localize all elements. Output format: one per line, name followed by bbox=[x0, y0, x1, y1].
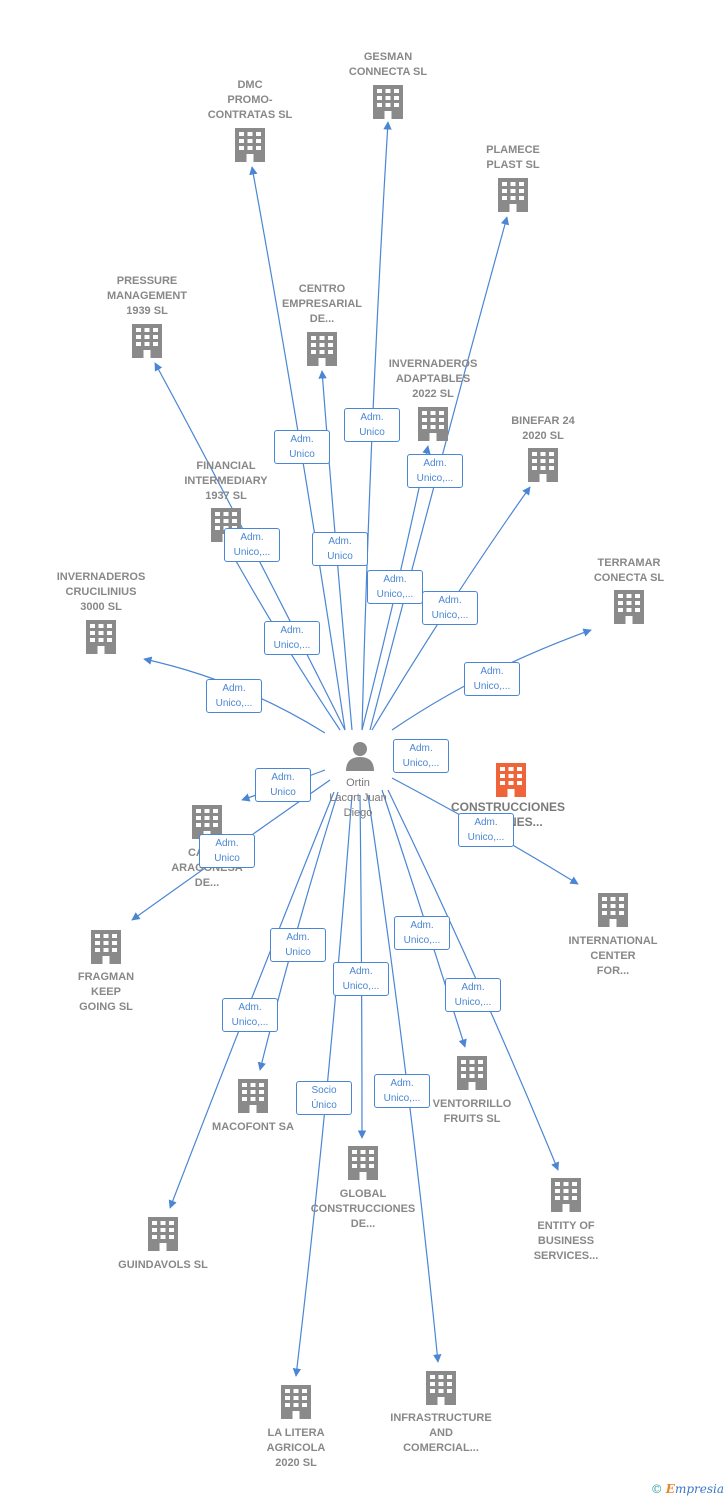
role-badge[interactable]: Adm. Unico,... bbox=[458, 813, 514, 847]
building-icon[interactable] bbox=[457, 1056, 487, 1090]
building-icon[interactable] bbox=[496, 763, 526, 797]
building-icon[interactable] bbox=[91, 930, 121, 964]
building-icon[interactable] bbox=[148, 1217, 178, 1251]
building-icon[interactable] bbox=[373, 85, 403, 119]
company-label[interactable]: ENTITY OF BUSINESS SERVICES... bbox=[533, 1220, 599, 1262]
person-icon[interactable] bbox=[346, 742, 374, 771]
building-icon[interactable] bbox=[281, 1385, 311, 1419]
building-icon[interactable] bbox=[551, 1178, 581, 1212]
building-icon[interactable] bbox=[498, 178, 528, 212]
role-badge[interactable]: Adm. Unico,... bbox=[367, 570, 423, 604]
role-badge[interactable]: Adm. Unico bbox=[199, 834, 255, 868]
building-icon[interactable] bbox=[132, 324, 162, 358]
role-badge[interactable]: Adm. Unico bbox=[312, 532, 368, 566]
building-icon[interactable] bbox=[348, 1146, 378, 1180]
company-label[interactable]: PLAMECE PLAST SL bbox=[486, 144, 540, 171]
building-icon[interactable] bbox=[86, 620, 116, 654]
company-label[interactable]: CENTRO EMPRESARIAL DE... bbox=[281, 283, 363, 325]
company-label[interactable]: VENTORRILLO FRUITS SL bbox=[432, 1098, 512, 1125]
company-label[interactable]: FINANCIAL INTERMEDIARY 1937 SL bbox=[184, 460, 268, 502]
footer-brand: ©Empresia bbox=[651, 1482, 724, 1496]
building-icon[interactable] bbox=[418, 407, 448, 441]
company-label[interactable]: INVERNADEROS ADAPTABLES 2022 SL bbox=[388, 358, 478, 400]
role-badge[interactable]: Adm. Unico bbox=[270, 928, 326, 962]
role-badge[interactable]: Adm. Unico bbox=[344, 408, 400, 442]
building-icon[interactable] bbox=[614, 590, 644, 624]
company-label[interactable]: GLOBAL CONSTRUCCIONES DE... bbox=[310, 1188, 416, 1230]
company-label[interactable]: BINEFAR 24 2020 SL bbox=[511, 415, 575, 442]
role-badge[interactable]: Adm. Unico bbox=[255, 768, 311, 802]
company-label[interactable]: MACOFONT SA bbox=[212, 1121, 294, 1133]
role-badge[interactable]: Adm. Unico,... bbox=[445, 978, 501, 1012]
company-label[interactable]: LA LITERA AGRICOLA 2020 SL bbox=[266, 1427, 326, 1469]
building-icon[interactable] bbox=[598, 893, 628, 927]
role-badge[interactable]: Adm. Unico,... bbox=[407, 454, 463, 488]
role-badge[interactable]: Adm. Unico,... bbox=[222, 998, 278, 1032]
company-label[interactable]: INTERNATIONAL CENTER FOR... bbox=[568, 935, 658, 977]
role-badge[interactable]: Adm. Unico,... bbox=[394, 916, 450, 950]
role-badge[interactable]: Adm. Unico,... bbox=[224, 528, 280, 562]
brand-initial: E bbox=[665, 1482, 675, 1496]
person-name[interactable]: Ortin Lacort Juan Diego bbox=[329, 777, 387, 819]
role-badge[interactable]: Adm. Unico,... bbox=[393, 739, 449, 773]
role-badge[interactable]: Adm. Unico,... bbox=[333, 962, 389, 996]
role-badge[interactable]: Adm. Unico bbox=[274, 430, 330, 464]
building-icon[interactable] bbox=[235, 128, 265, 162]
company-label[interactable]: INFRASTRUCTURE AND COMERCIAL... bbox=[390, 1412, 492, 1454]
building-icon[interactable] bbox=[307, 332, 337, 366]
company-label[interactable]: INVERNADEROS CRUCILINIUS 3000 SL bbox=[56, 571, 146, 613]
role-badge[interactable]: Socio Único bbox=[296, 1081, 352, 1115]
company-label[interactable]: TERRAMAR CONECTA SL bbox=[593, 557, 665, 584]
copyright-icon: © bbox=[650, 1482, 663, 1496]
role-badge[interactable]: Adm. Unico,... bbox=[374, 1074, 430, 1108]
company-label[interactable]: GESMAN CONNECTA SL bbox=[348, 51, 428, 78]
building-icon[interactable] bbox=[426, 1371, 456, 1405]
role-badge[interactable]: Adm. Unico,... bbox=[264, 621, 320, 655]
building-icon[interactable] bbox=[528, 448, 558, 482]
company-label[interactable]: FRAGMAN KEEP GOING SL bbox=[77, 971, 135, 1013]
nodes-layer bbox=[86, 85, 644, 1419]
role-badge[interactable]: Adm. Unico,... bbox=[422, 591, 478, 625]
company-label[interactable]: DMC PROMO- CONTRATAS SL bbox=[207, 79, 293, 121]
brand-name: mpresia bbox=[674, 1482, 724, 1496]
building-icon[interactable] bbox=[238, 1079, 268, 1113]
company-label[interactable]: PRESSURE MANAGEMENT 1939 SL bbox=[106, 275, 188, 317]
company-label[interactable]: GUINDAVOLS SL bbox=[118, 1259, 208, 1271]
role-badge[interactable]: Adm. Unico,... bbox=[206, 679, 262, 713]
role-badge[interactable]: Adm. Unico,... bbox=[464, 662, 520, 696]
